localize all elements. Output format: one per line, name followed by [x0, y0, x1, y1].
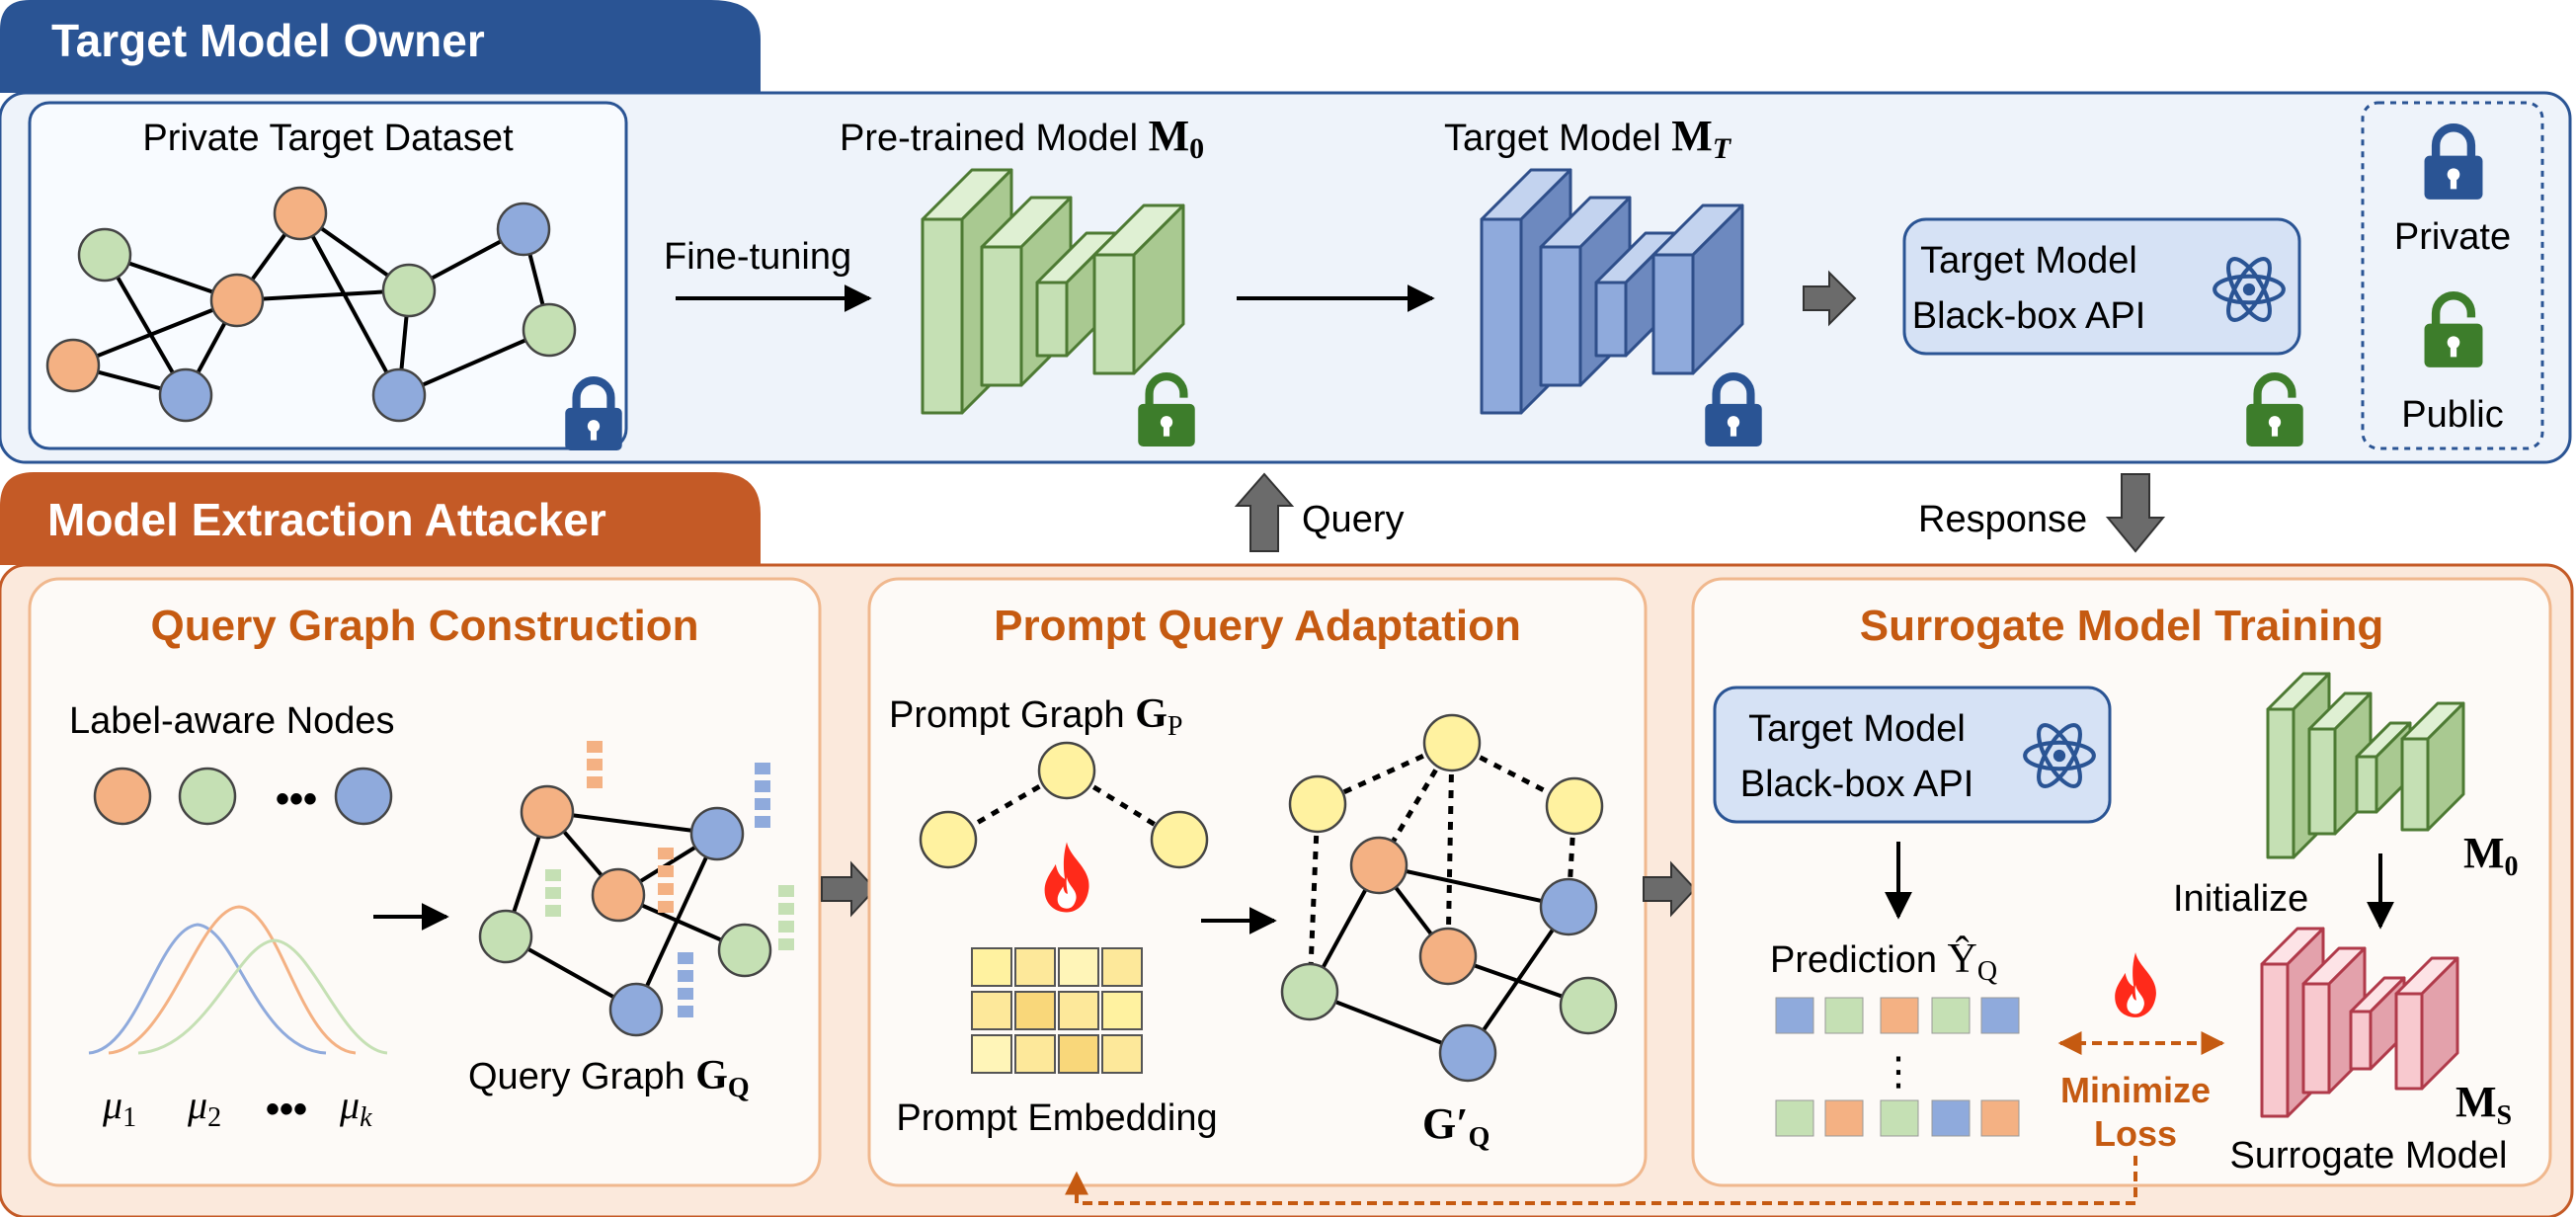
- pretrained-label: Pre-trained Model M0: [840, 112, 1204, 165]
- graph-node: [381, 263, 437, 318]
- prediction-vdots: ⋮: [1879, 1050, 1918, 1094]
- ms-label: MS: [2455, 1078, 2512, 1131]
- prediction-label: Prediction ŶQ: [1770, 935, 1997, 987]
- graph-node: [371, 367, 427, 423]
- graph-node: [209, 273, 265, 328]
- graph-node: [1438, 1023, 1497, 1083]
- graph-node: [522, 302, 577, 358]
- adapted-graph-label: G′Q: [1422, 1099, 1489, 1153]
- prompt-graph: [919, 741, 1209, 869]
- prompt-node: [919, 810, 978, 869]
- surrogate-api-box: [1713, 686, 2112, 824]
- minimize-label: Minimize: [2060, 1070, 2211, 1110]
- label-aware-nodes: Label-aware Nodes: [69, 700, 395, 742]
- graph-node: [520, 784, 575, 840]
- prompt-node: [1150, 810, 1209, 869]
- query-arrow: [1234, 472, 1295, 552]
- legend-box: [2361, 101, 2544, 450]
- graph-node: [273, 186, 328, 241]
- owner-header: Target Model Owner: [51, 15, 485, 66]
- graph-node: [158, 367, 213, 423]
- query-flow: Query: [1234, 472, 1404, 552]
- legend-public: Public: [2401, 394, 2504, 436]
- loss-label: Loss: [2094, 1113, 2177, 1154]
- label-node-green: [178, 767, 237, 826]
- init-model-icon: [2266, 672, 2465, 859]
- label-node-orange: [93, 767, 152, 826]
- query-label: Query: [1302, 499, 1404, 540]
- dataset-nodes: [45, 186, 577, 423]
- pretrained-model-icon: [921, 168, 1185, 415]
- graph-node: [608, 982, 664, 1037]
- graph-node: [45, 338, 101, 393]
- nodes-ellipsis: •••: [276, 777, 317, 821]
- attacker-section: Model Extraction Attacker Query Graph Co…: [0, 472, 2574, 1217]
- mu-2: μ2: [187, 1083, 221, 1133]
- mu-1: μ1: [102, 1083, 136, 1133]
- api-block-arrow: [1803, 270, 1857, 327]
- graph-node: [1418, 927, 1478, 986]
- prompt-node: [1422, 713, 1482, 772]
- label-node-blue: [334, 767, 393, 826]
- surrogate-label: Surrogate Model: [2230, 1135, 2508, 1176]
- target-api-box: [1902, 217, 2301, 356]
- api-line2: Black-box API: [1912, 295, 2146, 337]
- api-line1: Target Model: [1920, 240, 2137, 282]
- graph-node: [689, 806, 745, 861]
- panel1-to-panel2-arrow: [821, 860, 877, 918]
- prediction-row-bottom: [1775, 1099, 2020, 1137]
- feedback-loop-arrow: [1065, 1156, 2137, 1205]
- graph-node: [591, 867, 646, 923]
- query-graph-label: Query Graph GQ: [468, 1053, 750, 1103]
- prompt-embedding-label: Prompt Embedding: [896, 1097, 1217, 1139]
- graph-node: [1349, 836, 1409, 895]
- dataset-title: Private Target Dataset: [142, 118, 514, 159]
- response-flow: Response: [1918, 473, 2166, 553]
- target-model-icon: [1480, 168, 1744, 415]
- owner-header-tab: [0, 0, 761, 93]
- panel2-to-panel3-arrow: [1643, 860, 1697, 918]
- prompt-node: [1545, 776, 1604, 836]
- surrogate-model-icon: [2260, 927, 2459, 1118]
- graph-node: [496, 202, 551, 257]
- mu-k: μk: [339, 1083, 372, 1133]
- finetune-label: Fine-tuning: [664, 236, 851, 278]
- api-line2: Black-box API: [1740, 764, 1974, 805]
- legend-private: Private: [2394, 216, 2511, 258]
- m0-label: M0: [2463, 829, 2519, 882]
- graph-node: [77, 227, 132, 283]
- api-line1: Target Model: [1748, 708, 1966, 750]
- owner-section: Target Model Owner Private Target Datase…: [0, 0, 2572, 464]
- attacker-header-tab: [0, 472, 761, 565]
- prompt-embedding-grid: [971, 947, 1143, 1074]
- adapted-graph: [1280, 713, 1618, 1083]
- gaussian-curves: [88, 905, 388, 1055]
- panel1-title: Query Graph Construction: [151, 602, 699, 650]
- graph-node: [478, 909, 533, 964]
- query-graph-features: [545, 741, 794, 1017]
- prompt-graph-label: Prompt Graph GP: [889, 691, 1182, 742]
- graph-node: [1559, 976, 1618, 1035]
- panel-prompt-adaptation: [867, 577, 1648, 1187]
- initialize-label: Initialize: [2173, 878, 2308, 920]
- prediction-row-top: [1775, 997, 2020, 1034]
- graph-node: [717, 923, 772, 978]
- graph-node: [1280, 962, 1339, 1021]
- attacker-header: Model Extraction Attacker: [47, 494, 606, 545]
- response-label: Response: [1918, 499, 2087, 540]
- panel3-title: Surrogate Model Training: [1860, 602, 2384, 650]
- mu-ellipsis: •••: [266, 1088, 307, 1131]
- graph-node: [1539, 877, 1598, 936]
- prompt-node: [1037, 741, 1096, 800]
- target-label: Target Model MT: [1444, 112, 1732, 165]
- prompt-node: [1288, 774, 1347, 834]
- panel-query-graph: [28, 577, 822, 1187]
- response-arrow: [2105, 473, 2166, 553]
- panel2-title: Prompt Query Adaptation: [994, 602, 1521, 650]
